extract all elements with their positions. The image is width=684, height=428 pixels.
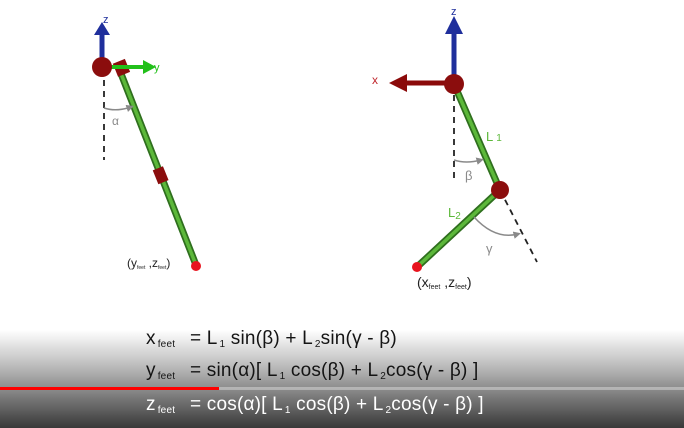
- right-z-axis-arrowhead: [445, 16, 463, 34]
- right-x-axis-arrowhead: [389, 74, 407, 92]
- right-gamma-label: γ: [486, 241, 493, 256]
- left-alpha-label: α: [112, 114, 119, 128]
- right-knee-joint: [491, 181, 509, 199]
- left-alpha-arc: [103, 104, 134, 112]
- left-z-axis-arrowhead: [94, 22, 110, 35]
- right-z-axis-label: z: [451, 6, 457, 18]
- left-hip-joint: [92, 57, 112, 77]
- right-gamma-arc: [473, 216, 521, 239]
- left-foot-point: [191, 261, 201, 271]
- right-hip-joint: [444, 74, 464, 94]
- right-x-axis-label: x: [372, 73, 378, 87]
- left-y-axis-arrowhead: [143, 60, 156, 74]
- left-y-axis-label: y: [154, 62, 160, 74]
- left-z-axis-label: z: [103, 14, 109, 26]
- right-foot-label: (xfeet ,zfeet): [417, 274, 472, 291]
- video-bottom-gradient: [0, 330, 684, 428]
- right-foot-point: [412, 262, 422, 272]
- video-progress-bar[interactable]: [0, 387, 684, 390]
- left-foot-label: (yfeet ,zfeet): [127, 256, 170, 271]
- right-l2-label: L2: [448, 205, 461, 222]
- left-leg-diagram: α z y (yfeet ,zfeet): [92, 14, 201, 271]
- video-progress-played: [0, 387, 219, 390]
- right-beta-label: β: [465, 168, 472, 183]
- right-beta-arc: [453, 157, 484, 165]
- right-extension-reference: [499, 189, 538, 263]
- left-leg-actuator-mid: [152, 166, 169, 185]
